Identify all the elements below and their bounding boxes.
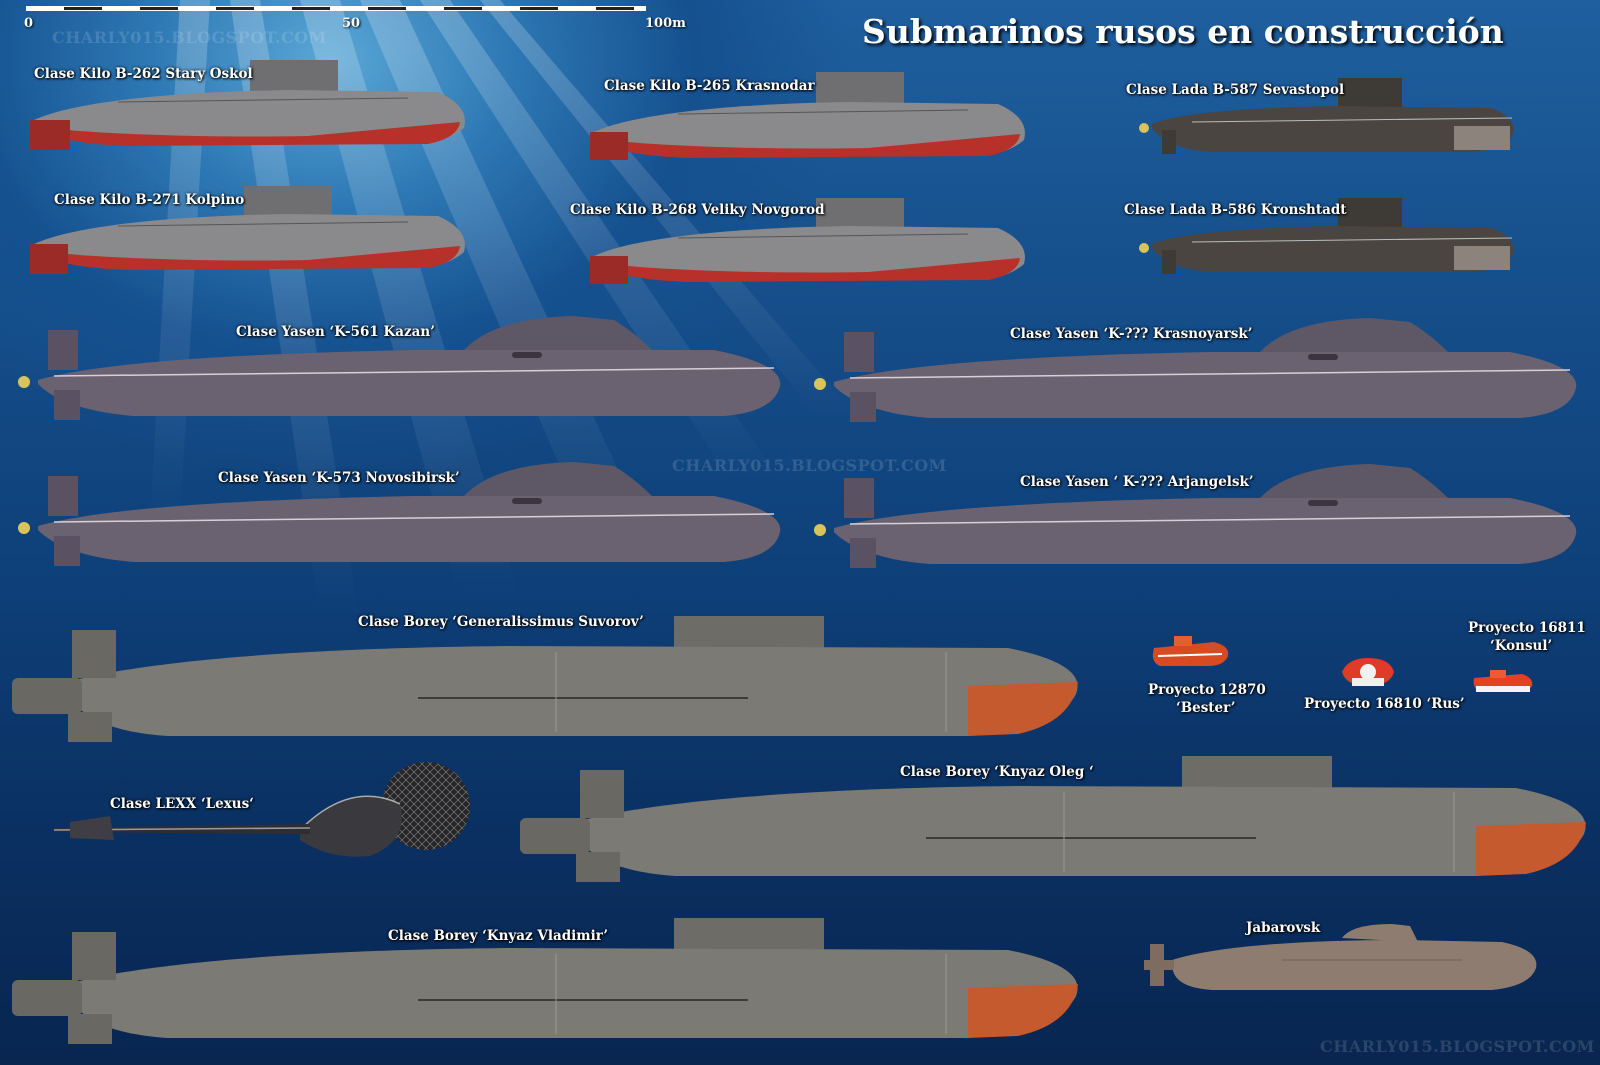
label-proyecto-16811: Proyecto 16811 [1468,620,1586,636]
scale-label-0: 0 [24,16,34,31]
label-borey-oleg: Clase Borey ‘Knyaz Oleg ‘ [900,764,1094,780]
label-yasen-k573: Clase Yasen ‘K-573 Novosibirsk’ [218,470,460,486]
label-yasen-arjangelsk: Clase Yasen ‘ K-??? Arjangelsk’ [1020,474,1254,490]
scale-label-100: 100m [645,16,686,31]
label-jabarovsk: Jabarovsk [1246,920,1321,936]
label-lexx-lexus: Clase LEXX ‘Lexus‘ [110,796,254,812]
submarine-kilo-b262 [30,60,465,150]
label-borey-vladimir: Clase Borey ‘Knyaz Vladimir’ [388,928,609,944]
label-lada-b586: Clase Lada B-586 Kronshtadt [1124,202,1347,218]
submarine-kilo-b271 [30,186,465,274]
watermark-bottom: CHARLY015.BLOGSPOT.COM [1320,1037,1595,1056]
label-yasen-k561: Clase Yasen ‘K-561 Kazan’ [236,324,435,340]
watermark-middle: CHARLY015.BLOGSPOT.COM [672,456,947,475]
label-kilo-b268: Clase Kilo B-268 Veliky Novgorod [570,202,825,218]
submarine-yasen-arjangelsk [814,464,1577,568]
scale-bar [26,6,646,11]
ship-lexx-lexus [53,762,470,857]
page-title: Submarinos rusos en construcción [862,12,1504,51]
label-kilo-b265: Clase Kilo B-265 Krasnodar [604,78,815,94]
label-yasen-krasnoyarsk: Clase Yasen ‘K-??? Krasnoyarsk’ [1010,326,1253,342]
label-proyecto-16810: Proyecto 16810 ‘Rus’ [1304,696,1465,712]
submarine-yasen-k573 [18,462,781,566]
label-kilo-b262: Clase Kilo B-262 Stary Oskol [34,66,253,82]
scale-label-50: 50 [342,16,361,31]
label-proyecto-12870: Proyecto 12870 [1148,682,1266,698]
minisub-proyecto-12870 [1152,636,1229,666]
submarine-lada-b587 [1139,78,1514,154]
label-bester: ‘Bester’ [1176,700,1236,716]
label-lada-b587: Clase Lada B-587 Sevastopol [1126,82,1345,98]
submarine-yasen-k561 [18,316,781,420]
submarine-kilo-b268 [590,198,1025,284]
submarine-borey-suvorov [12,616,1078,742]
minisub-proyecto-16810 [1342,658,1394,686]
minisub-proyecto-16811 [1473,670,1533,692]
submarine-jabarovsk [1144,924,1537,990]
label-konsul: ‘Konsul’ [1490,638,1553,654]
submarine-lada-b586 [1139,198,1514,274]
label-kilo-b271: Clase Kilo B-271 Kolpino [54,192,245,208]
submarine-borey-oleg [520,756,1586,882]
submarine-borey-vladimir [12,918,1078,1044]
submarine-yasen-krasnoyarsk [814,318,1577,422]
label-borey-suvorov: Clase Borey ‘Generalissimus Suvorov’ [358,614,644,630]
submarine-kilo-b265 [590,72,1025,160]
watermark-top: CHARLY015.BLOGSPOT.COM [52,28,327,47]
